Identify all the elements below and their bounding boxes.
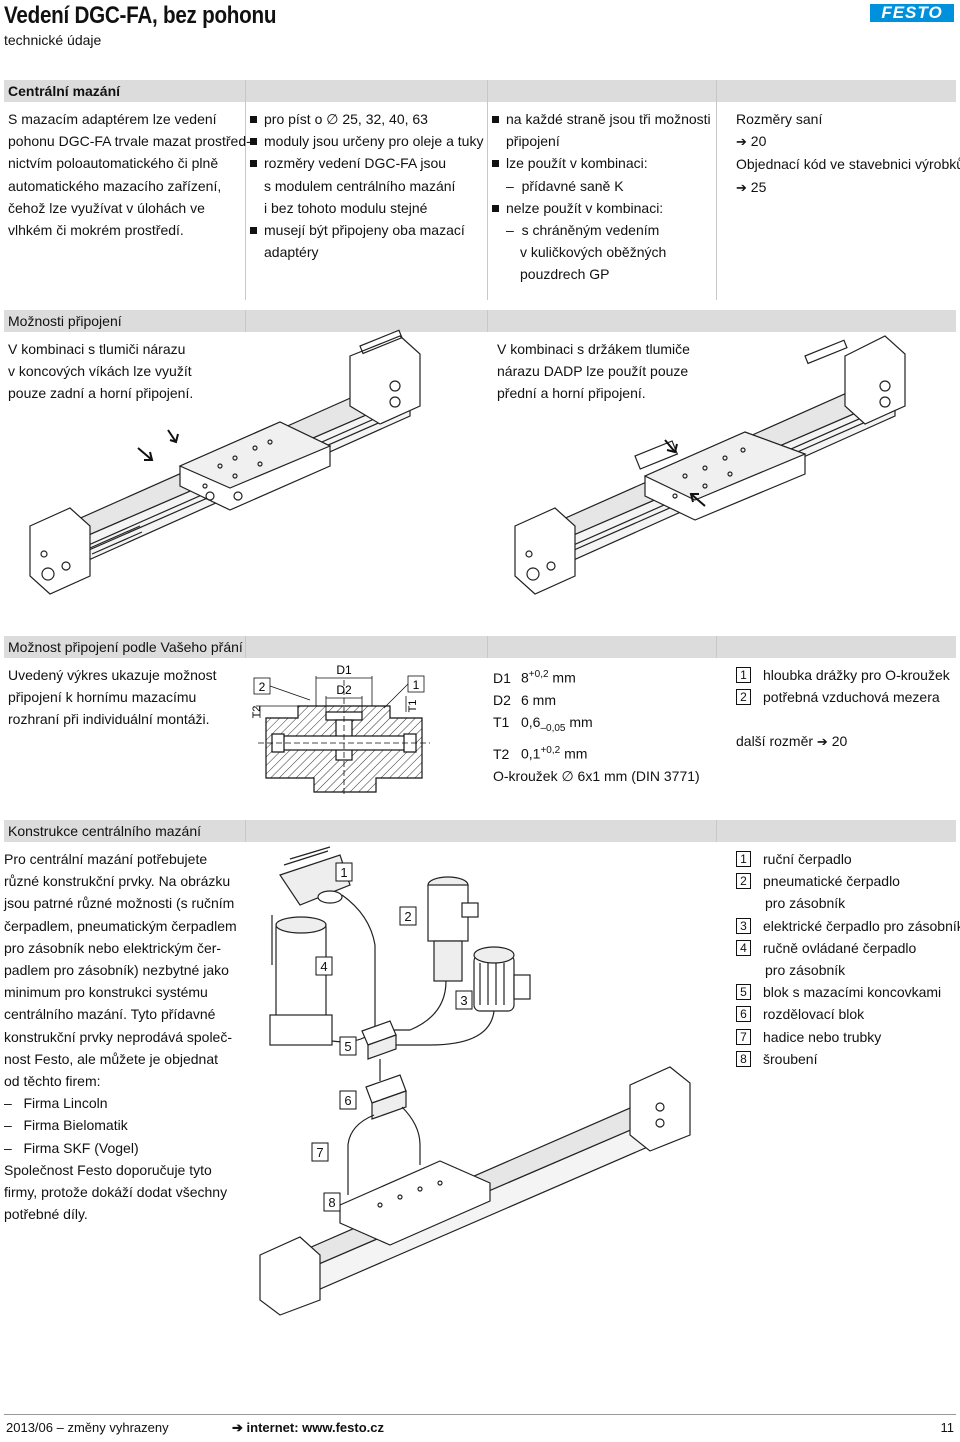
cross-section-drawing: D1 D2 2 1 T2 T1 <box>251 663 430 796</box>
reference-list: Rozměry saní ➔ 20 Objednací kód ve stave… <box>736 111 960 195</box>
column-divider <box>245 310 246 332</box>
festo-logo: FESTO <box>870 4 954 22</box>
firm-lincoln: Firma Lincoln <box>23 1095 108 1112</box>
guide-drawing-left <box>29 329 421 595</box>
bullet-list-piston: pro píst o ∅ 25, 32, 40, 63 moduly jsou … <box>250 108 483 263</box>
connection-text-right: V kombinaci s držákem tlumiče nárazu DAD… <box>497 341 690 402</box>
section-heading-connection-options: Možnosti připojení <box>4 310 956 332</box>
column-divider <box>716 80 717 300</box>
dim-label-d2: D2 <box>336 683 352 697</box>
column-divider <box>245 80 246 300</box>
section-heading-lubrication-design: Konstrukce centrálního mazání <box>4 820 956 842</box>
callout-2: 2 <box>404 909 411 924</box>
callout-2: 2 <box>259 680 266 694</box>
bullet-list-connection: na každé straně jsou tři možnosti připoj… <box>492 108 711 286</box>
callout-1: 1 <box>413 678 420 692</box>
arrow-right-icon: ➔ <box>736 179 747 195</box>
bullet-icon <box>492 204 499 212</box>
bullet-icon <box>250 227 257 235</box>
column-divider <box>245 636 246 658</box>
footer-divider <box>4 1414 956 1415</box>
callout-3: 3 <box>460 993 467 1008</box>
callout-6: 6 <box>344 1093 351 1108</box>
section-heading-custom-connection: Možnost připojení podle Vašeho přání <box>4 636 956 658</box>
footer-date: 2013/06 – změny vyhrazeny <box>6 1420 169 1435</box>
lubrication-design-text: Pro centrální mazání potřebujete různé k… <box>4 851 237 1223</box>
dim-label-d1: D1 <box>336 663 352 677</box>
column-divider <box>487 80 488 300</box>
dim-label-t2: T2 <box>251 706 263 719</box>
bullet-icon <box>250 138 257 146</box>
column-divider <box>716 636 717 658</box>
arrow-right-icon: ➔ <box>736 134 747 150</box>
intro-text: S mazacím adaptérem lze vedení pohonu DG… <box>8 111 251 239</box>
column-divider <box>716 820 717 842</box>
page-title: Vedení DGC-FA, bez pohonu <box>4 2 277 29</box>
page-number: 11 <box>940 1420 955 1435</box>
lubrication-system-drawing: 1 2 3 4 5 6 7 8 <box>259 846 691 1316</box>
page-subtitle: technické údaje <box>4 32 102 48</box>
connection-text-left: V kombinaci s tlumiči nárazu v koncových… <box>8 341 194 402</box>
column-divider <box>487 310 488 332</box>
footer-internet-link[interactable]: internet: www.festo.cz <box>246 1420 385 1435</box>
callout-7: 7 <box>316 1145 323 1160</box>
firm-bielomatik: Firma Bielomatik <box>23 1117 128 1134</box>
dim-label-t1: T1 <box>407 700 419 713</box>
callout-5: 5 <box>344 1039 351 1054</box>
column-divider <box>245 820 246 842</box>
section-heading-central-lubrication: Centrální mazání <box>4 80 956 102</box>
bullet-icon <box>492 116 499 123</box>
callout-1: 1 <box>340 865 347 880</box>
custom-connection-text: Uvedený výkres ukazuje možnost připojení… <box>8 667 217 728</box>
bullet-icon <box>492 160 499 168</box>
column-divider <box>487 636 488 658</box>
callout-8: 8 <box>328 1195 335 1210</box>
guide-drawing-right <box>514 335 906 595</box>
firm-skf: Firma SKF (Vogel) <box>23 1139 139 1156</box>
bullet-icon <box>250 116 257 123</box>
arrow-right-icon: ➔ <box>232 1420 243 1435</box>
bullet-icon <box>250 160 257 168</box>
callout-4: 4 <box>320 959 327 974</box>
footer-internet: ➔ internet: www.festo.cz <box>232 1420 384 1436</box>
arrow-right-icon: ➔ <box>816 734 828 750</box>
